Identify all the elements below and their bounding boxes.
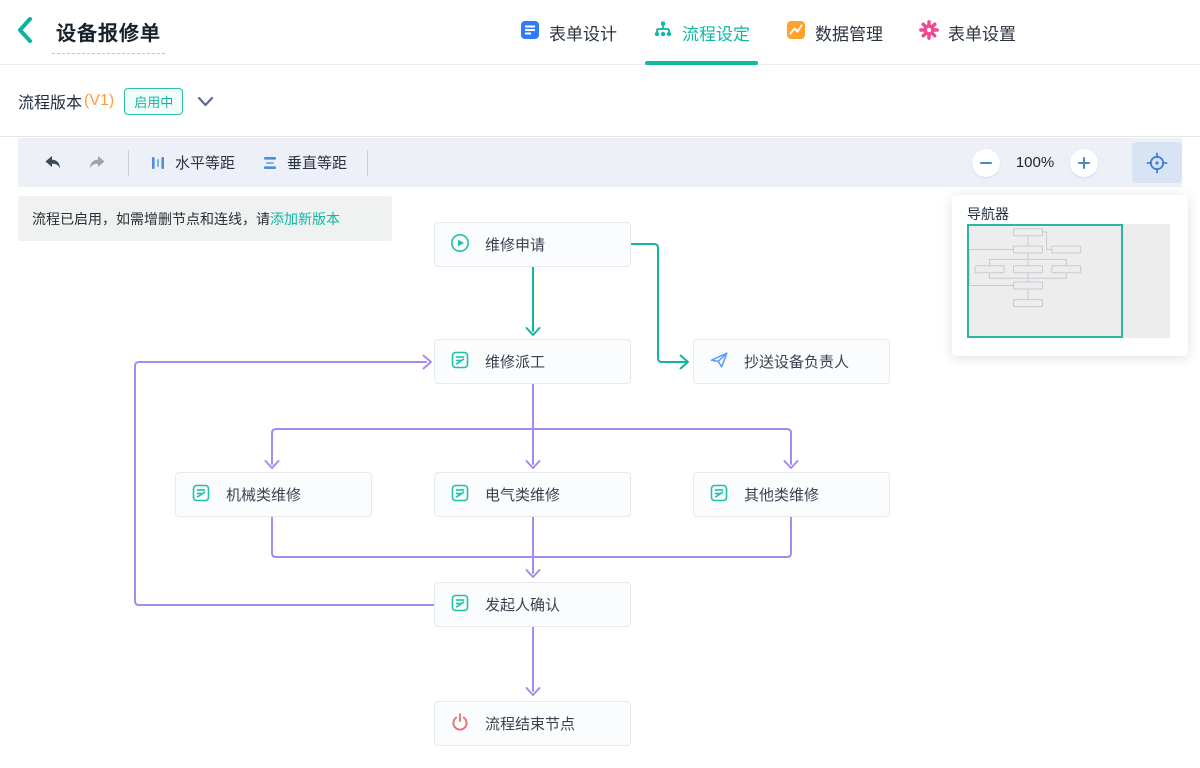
node-electrical-repair[interactable]: 电气类维修 xyxy=(434,472,631,517)
tab-label: 数据管理 xyxy=(815,25,883,44)
node-repair-request[interactable]: 维修申请 xyxy=(434,222,631,267)
node-label: 流程结束节点 xyxy=(485,716,576,733)
tab-form-settings[interactable]: 表单设置 xyxy=(917,0,1018,65)
form-icon xyxy=(450,593,470,617)
chevron-left-icon xyxy=(16,16,34,49)
navigator-minimap[interactable] xyxy=(967,224,1170,338)
data-chart-icon xyxy=(786,20,806,45)
node-label: 抄送设备负责人 xyxy=(744,354,850,371)
locate-crosshair-icon xyxy=(1146,152,1168,173)
form-icon xyxy=(450,483,470,507)
tab-form-design[interactable]: 表单设计 xyxy=(518,0,619,65)
version-dropdown[interactable] xyxy=(193,91,218,112)
notice-banner: 流程已启用，如需增删节点和连线，请添加新版本 xyxy=(18,196,392,241)
zoom-in-button[interactable] xyxy=(1070,148,1098,177)
redo-icon xyxy=(90,155,105,168)
form-icon xyxy=(450,350,470,374)
vertical-distribute-icon xyxy=(264,156,277,169)
navigator-panel: 导航器 xyxy=(952,195,1188,356)
form-icon xyxy=(709,483,729,507)
horizontal-distribute-icon xyxy=(152,156,164,169)
plus-icon xyxy=(1078,156,1090,169)
power-icon xyxy=(450,712,470,736)
node-initiator-confirm[interactable]: 发起人确认 xyxy=(434,582,631,627)
toolbar-divider xyxy=(128,149,129,176)
node-label: 机械类维修 xyxy=(226,487,302,504)
form-design-icon xyxy=(520,20,540,45)
tab-label: 流程设定 xyxy=(682,25,750,44)
undo-button[interactable] xyxy=(34,147,72,179)
zoom-level: 100% xyxy=(1015,154,1055,171)
status-badge: 启用中 xyxy=(124,87,184,115)
node-process-end[interactable]: 流程结束节点 xyxy=(434,701,631,746)
node-label: 发起人确认 xyxy=(485,597,561,614)
node-label: 其他类维修 xyxy=(744,487,820,504)
chevron-down-icon xyxy=(198,96,214,106)
navigator-toggle-button[interactable] xyxy=(1132,142,1182,183)
tool-label: 垂直等距 xyxy=(287,155,348,172)
tab-label: 表单设计 xyxy=(549,25,617,44)
gear-icon xyxy=(919,20,939,45)
horizontal-distribute-button[interactable]: 水平等距 xyxy=(141,146,243,179)
node-other-repair[interactable]: 其他类维修 xyxy=(693,472,890,517)
tab-label: 表单设置 xyxy=(948,25,1016,44)
header: 设备报修单 表单设计 流程设定 数据管理 表单设置 xyxy=(0,0,1200,65)
form-icon xyxy=(191,483,211,507)
tool-label: 水平等距 xyxy=(175,155,236,172)
version-label: 流程版本 xyxy=(18,95,83,112)
node-repair-dispatch[interactable]: 维修派工 xyxy=(434,339,631,384)
tab-flow-settings[interactable]: 流程设定 xyxy=(645,0,758,65)
paper-plane-icon xyxy=(709,350,729,374)
tab-bar: 表单设计 流程设定 数据管理 表单设置 xyxy=(518,0,1018,65)
toolbar-divider xyxy=(367,149,369,176)
vertical-distribute-button[interactable]: 垂直等距 xyxy=(253,146,355,179)
node-label: 维修申请 xyxy=(485,237,546,254)
active-tab-underline xyxy=(645,61,758,65)
navigator-minimap-content xyxy=(968,228,1082,308)
node-cc-equipment-owner[interactable]: 抄送设备负责人 xyxy=(693,339,890,384)
zoom-out-button[interactable] xyxy=(972,148,1000,177)
page-title[interactable]: 设备报修单 xyxy=(52,17,165,54)
play-circle-icon xyxy=(450,233,470,257)
node-mechanical-repair[interactable]: 机械类维修 xyxy=(175,472,372,517)
flow-icon xyxy=(653,20,673,45)
back-button[interactable] xyxy=(12,16,38,48)
notice-text: 流程已启用，如需增删节点和连线，请 xyxy=(32,210,270,227)
node-label: 维修派工 xyxy=(485,354,546,371)
node-label: 电气类维修 xyxy=(485,487,561,504)
navigator-viewport[interactable] xyxy=(967,224,1123,338)
canvas-toolbar: 水平等距 垂直等距 100% xyxy=(18,138,1182,187)
minus-icon xyxy=(980,161,992,164)
undo-icon xyxy=(45,155,60,168)
zoom-controls: 100% xyxy=(972,142,1182,183)
version-bar: 流程版本 (V1) 启用中 xyxy=(0,66,1200,137)
version-number: (V1) xyxy=(84,92,115,109)
add-version-link[interactable]: 添加新版本 xyxy=(270,210,340,227)
tab-data-management[interactable]: 数据管理 xyxy=(784,0,885,65)
navigator-title: 导航器 xyxy=(967,206,1009,222)
redo-button[interactable] xyxy=(78,147,116,179)
